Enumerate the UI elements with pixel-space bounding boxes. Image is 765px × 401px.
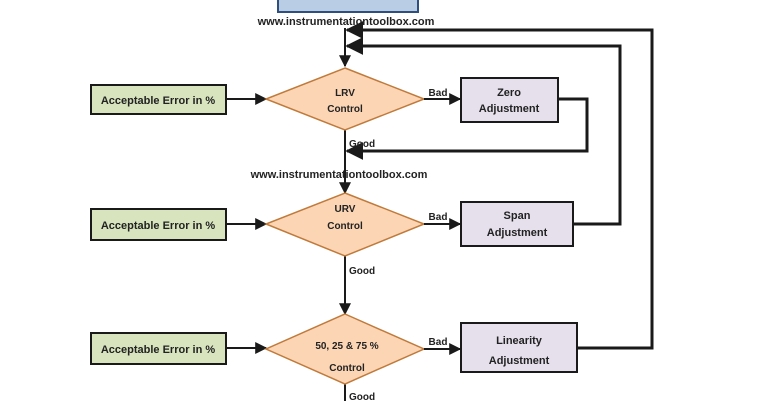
good-label-2: Good xyxy=(349,266,375,277)
decision-urv-line2: Control xyxy=(327,221,363,232)
decision-lrv-line2: Control xyxy=(327,104,363,115)
input-box-1: Acceptable Error in % xyxy=(90,84,227,115)
decision-linearity-line2: Control xyxy=(329,363,365,374)
input-label-3: Acceptable Error in % xyxy=(101,344,216,356)
input-label-2: Acceptable Error in % xyxy=(101,220,216,232)
bad-label-1: Bad xyxy=(429,88,448,99)
decision-lrv-line1: LRV xyxy=(335,88,355,99)
feedback-zero xyxy=(345,97,589,160)
good-label-3: Good xyxy=(349,392,375,401)
watermark-top: www.instrumentationtoolbox.com xyxy=(257,16,435,28)
decision-urv-line1: URV xyxy=(335,204,356,215)
input-box-2: Acceptable Error in % xyxy=(90,208,227,241)
adjust-box-span: Span Adjustment xyxy=(460,201,574,247)
decision-linearity: 50, 25 & 75 % Control xyxy=(264,313,426,385)
adjust-span-line2: Adjustment xyxy=(487,227,548,239)
input-box-3: Acceptable Error in % xyxy=(90,332,227,365)
adjust-box-zero: Zero Adjustment xyxy=(460,77,559,123)
adjust-span-line1: Span xyxy=(504,210,531,222)
input-label-1: Acceptable Error in % xyxy=(101,95,216,107)
bad-label-2: Bad xyxy=(429,212,448,223)
decision-urv: URV Control xyxy=(263,192,427,257)
feedback-span xyxy=(345,37,622,226)
decision-lrv: LRV Control xyxy=(263,67,427,131)
feedback-linearity xyxy=(345,21,654,350)
adjust-zero-line1: Zero xyxy=(497,87,521,99)
adjust-linearity-line1: Linearity xyxy=(496,335,543,347)
top-process-box xyxy=(277,0,419,13)
decision-linearity-line1: 50, 25 & 75 % xyxy=(315,341,378,352)
good-label-1: Good xyxy=(349,139,375,150)
watermark-mid: www.instrumentationtoolbox.com xyxy=(250,169,428,181)
adjust-linearity-line2: Adjustment xyxy=(489,355,550,367)
adjust-zero-line2: Adjustment xyxy=(479,103,540,115)
adjust-box-linearity: Linearity Adjustment xyxy=(460,322,578,373)
bad-label-3: Bad xyxy=(429,337,448,348)
